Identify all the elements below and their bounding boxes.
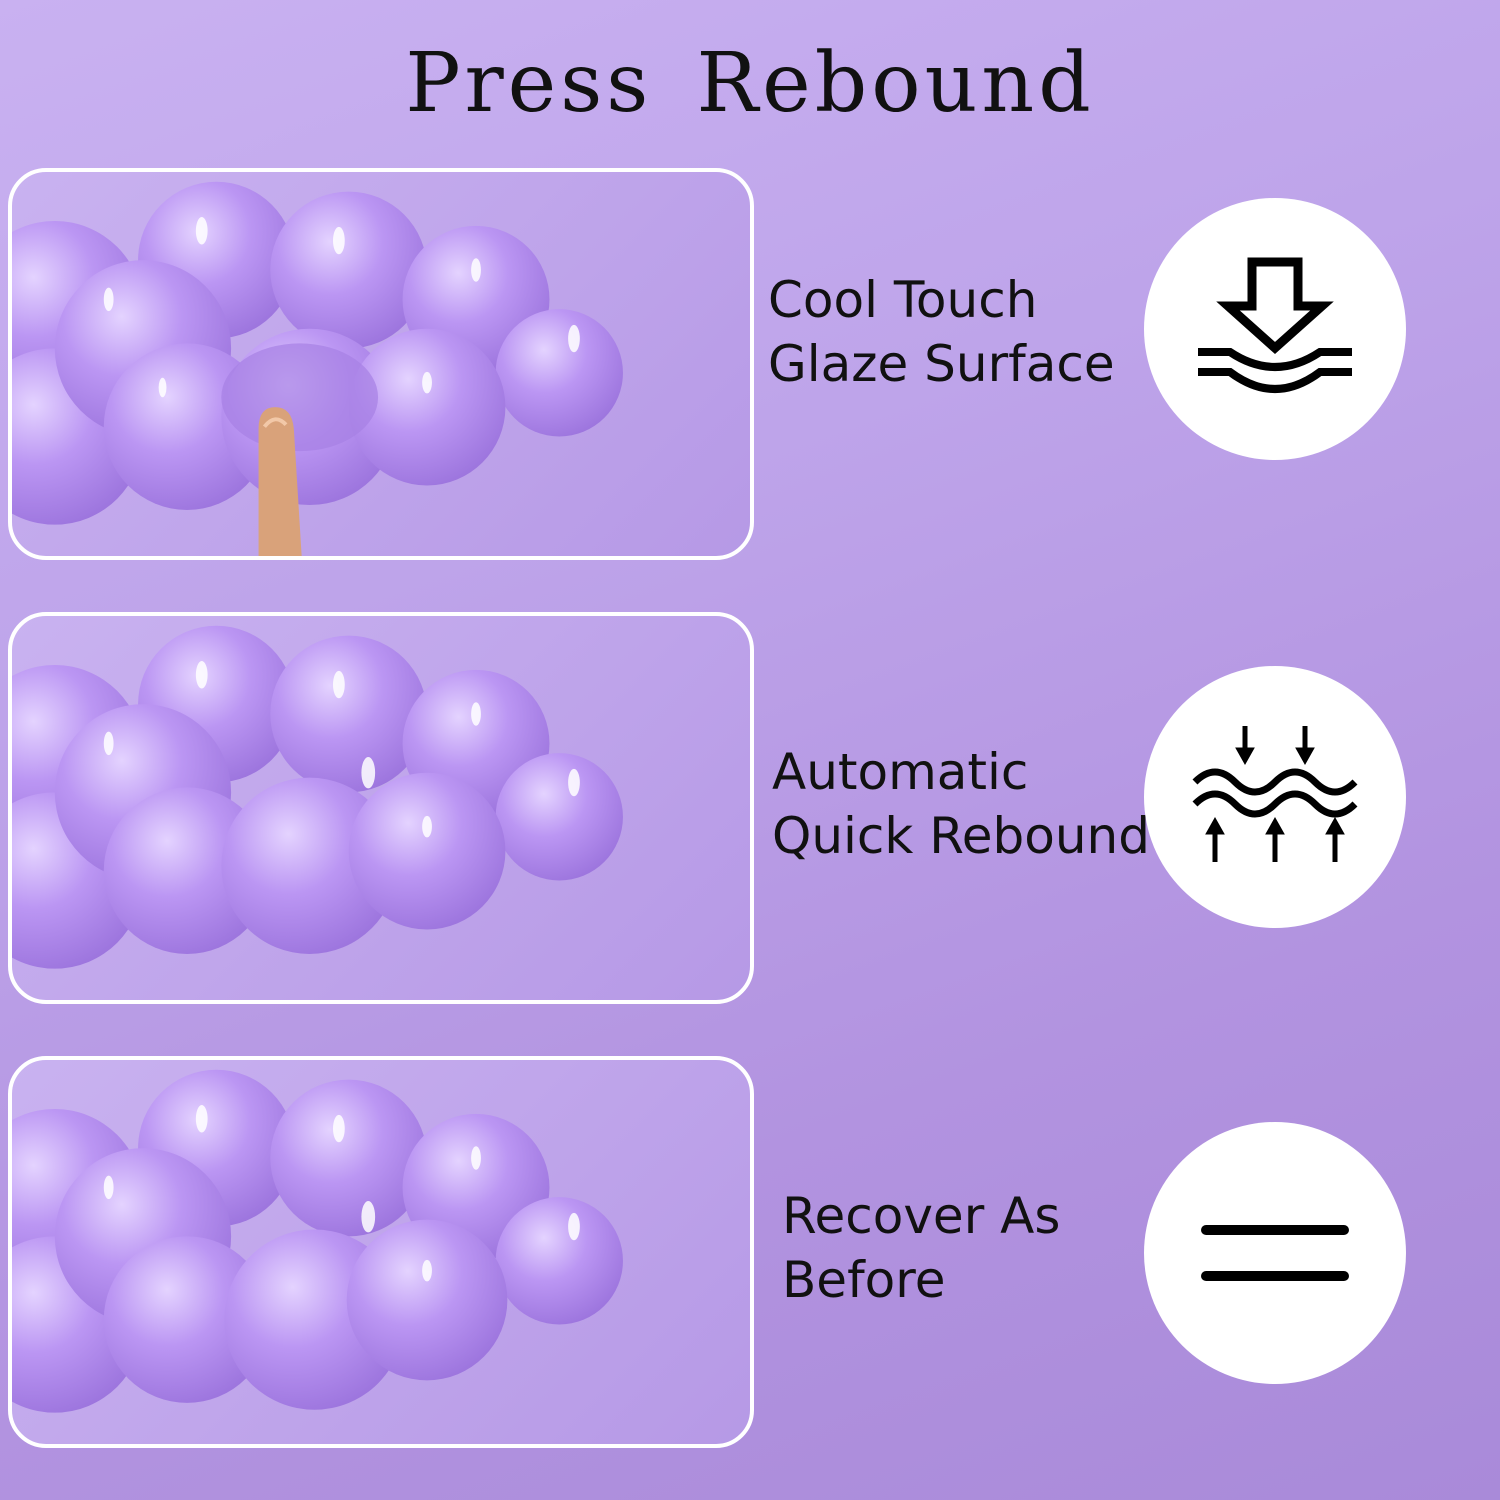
feature-label-line: Cool Touch [768,271,1038,329]
feature-label-line: Quick Rebound [772,807,1150,865]
page-title: Press Rebound [405,36,1095,131]
pressed-gel-photo [8,168,754,560]
equals-icon [1144,1122,1406,1384]
feature-label-recover: Recover As Before [782,1184,1060,1312]
press-wave-icon [1144,198,1406,460]
feature-label-line: Glaze Surface [768,335,1115,393]
feature-label-rebound: Automatic Quick Rebound [772,740,1150,868]
feature-label-cool-touch: Cool Touch Glaze Surface [768,268,1115,396]
recovered-gel-photo [8,1056,754,1448]
rebound-wave-icon [1144,666,1406,928]
feature-label-line: Recover As [782,1187,1061,1245]
rebounding-gel-photo [8,612,754,1004]
feature-label-line: Automatic [772,743,1029,801]
feature-label-line: Before [782,1251,946,1309]
